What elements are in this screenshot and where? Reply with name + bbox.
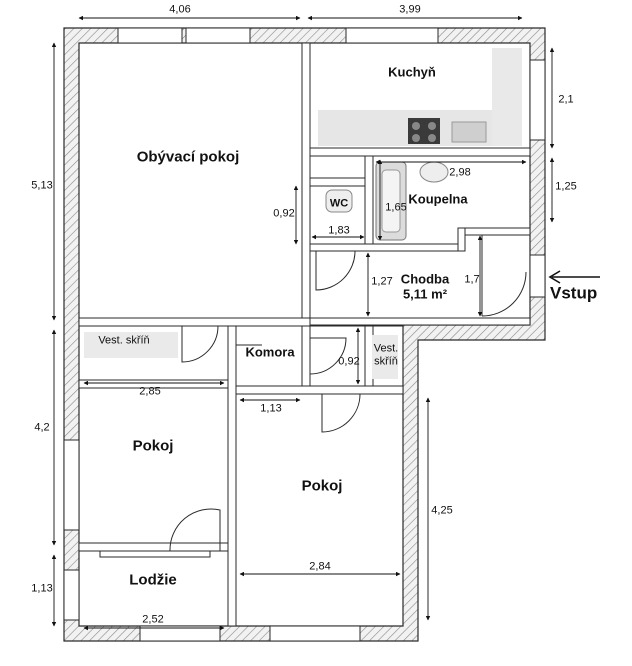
- dim-top-left: 4,06: [169, 3, 191, 16]
- room-label-bedroom-left: Pokoj: [132, 437, 174, 455]
- kitchen-counter: [318, 48, 522, 146]
- dim-right-kitchen: 2,1: [558, 93, 574, 106]
- dim-left-middle: 4,2: [34, 421, 50, 434]
- room-label-hallway: Chodba: [400, 271, 450, 287]
- dim-left-upper: 5,13: [31, 179, 53, 192]
- dim-top-right: 3,99: [399, 3, 421, 16]
- dim-right-bedroom: 4,25: [431, 504, 453, 517]
- dim-wardrobe-width: 2,85: [139, 385, 161, 398]
- room-label-bedroom-right: Pokoj: [301, 477, 343, 495]
- wardrobe-label-right-line2: skříň: [374, 355, 398, 368]
- bathtub: [375, 161, 407, 241]
- wardrobe-label-right-line1: Vest.: [373, 342, 399, 355]
- entrance-arrow: [548, 270, 600, 284]
- dim-wc-width: 1,83: [328, 224, 350, 237]
- wardrobe-left: [84, 332, 178, 358]
- wardrobe-label-left: Vest. skříň: [98, 334, 150, 347]
- toilet: [325, 189, 353, 213]
- dim-left-lower: 1,13: [31, 582, 53, 595]
- dimension-lines: [51, 15, 555, 631]
- room-label-storage: Komora: [245, 344, 295, 360]
- dim-bath-width: 2,98: [449, 166, 471, 179]
- room-label-living: Obývací pokoj: [136, 148, 240, 166]
- room-area-hallway: 5,11 m²: [402, 286, 448, 302]
- dim-hall-height-right: 1,7: [464, 273, 480, 286]
- dim-wc-height: 0,92: [273, 207, 295, 220]
- dim-right-bath: 1,25: [555, 180, 577, 193]
- room-label-loggia: Lodžie: [129, 571, 177, 589]
- dim-bedroom-right-width: 2,84: [309, 560, 331, 573]
- dim-storage-width: 1,13: [260, 402, 282, 415]
- wardrobe-right: [372, 335, 398, 379]
- room-label-bathroom: Koupelna: [408, 191, 468, 207]
- washbasin: [419, 161, 449, 183]
- dim-wardrobe-right-depth: 0,92: [338, 355, 360, 368]
- room-label-wc: WC: [329, 197, 349, 210]
- dim-loggia-width: 2,52: [142, 613, 164, 626]
- entrance-label: Vstup: [550, 283, 598, 303]
- room-label-kitchen: Kuchyň: [388, 64, 436, 80]
- dim-bath-height: 1,65: [385, 201, 407, 214]
- dim-hall-height-left: 1,27: [371, 275, 393, 288]
